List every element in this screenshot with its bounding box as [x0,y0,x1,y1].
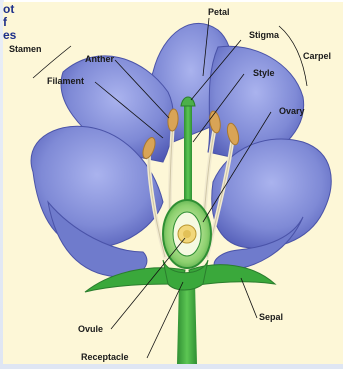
label-petal: Petal [208,7,230,17]
bottom-edge-strip [0,364,343,369]
style [184,104,192,214]
label-stigma: Stigma [249,30,279,40]
label-filament: Filament [47,76,84,86]
cutoff-text-fragment-2: f [3,15,7,29]
cutoff-text-fragment-3: es [3,28,16,42]
flower-illustration [3,2,343,364]
label-ovary: Ovary [279,106,305,116]
label-stamen: Stamen [9,44,42,54]
label-ovule: Ovule [78,324,103,334]
label-anther: Anther [85,54,114,64]
label-carpel: Carpel [303,51,331,61]
stem [177,282,197,364]
cutoff-text-fragment-1: ot [3,2,14,16]
label-style: Style [253,68,275,78]
label-sepal: Sepal [259,312,283,322]
label-receptacle: Receptacle [81,352,129,362]
flower-diagram-panel: ot f es Petal Stigma Carpel Style Ovary … [3,2,343,364]
